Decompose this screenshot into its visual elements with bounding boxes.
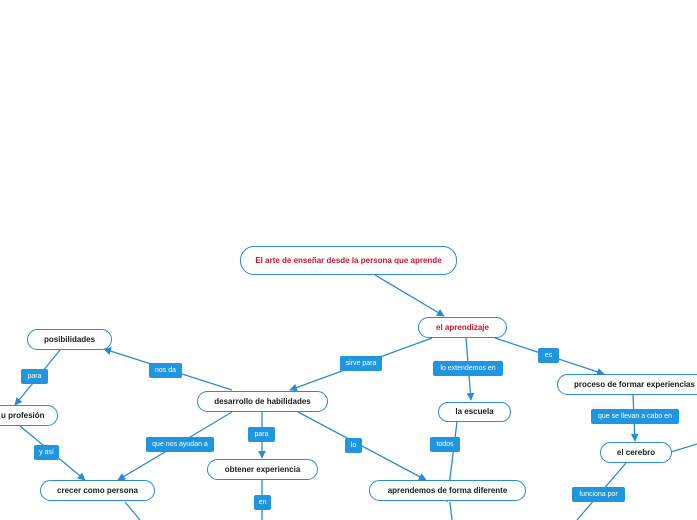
root-topic[interactable]: El arte de enseñar desde la persona que … xyxy=(240,246,457,275)
link-label-y-asi[interactable]: y así xyxy=(34,445,59,460)
node-obtener-experiencia[interactable]: obtener experiencia xyxy=(207,459,318,480)
link-label-lo-extendemos-en[interactable]: lo extendemos en xyxy=(433,361,503,376)
link-label-que-nos-ayudan-a[interactable]: que nos ayudan a xyxy=(146,437,214,452)
node-desarrollo-de-habilidades[interactable]: desarrollo de habilidades xyxy=(197,391,328,412)
link-label-lo[interactable]: lo xyxy=(345,438,362,453)
node-crecer-como-persona[interactable]: crecer como persona xyxy=(40,480,155,501)
node-posibilidades[interactable]: posibilidades xyxy=(27,329,112,350)
link-label-en[interactable]: en xyxy=(254,495,271,510)
link-label-para-posibilidades[interactable]: para xyxy=(21,369,48,384)
node-aprendemos-de-forma-diferente[interactable]: aprendemos de forma diferente xyxy=(369,480,526,501)
link-label-para-experiencia[interactable]: para xyxy=(248,427,275,442)
node-aprendizaje[interactable]: el aprendizaje xyxy=(418,317,507,338)
link-label-todos[interactable]: todos xyxy=(430,437,460,452)
link-label-funciona-por[interactable]: funciona por xyxy=(572,487,625,502)
node-profesion[interactable]: u profesión xyxy=(0,405,58,426)
link-label-es[interactable]: es xyxy=(538,348,559,363)
node-proceso-de-formar-experiencias[interactable]: proceso de formar experiencias xyxy=(557,374,697,395)
link-label-que-se-llevan-a-cabo-en[interactable]: que se llevan a cabo en xyxy=(591,409,679,424)
link-label-sirve-para[interactable]: sirve para xyxy=(340,356,382,371)
node-la-escuela[interactable]: la escuela xyxy=(438,402,511,422)
link-label-nos-da[interactable]: nos da xyxy=(149,363,182,378)
node-el-cerebro[interactable]: el cerebro xyxy=(600,442,672,463)
